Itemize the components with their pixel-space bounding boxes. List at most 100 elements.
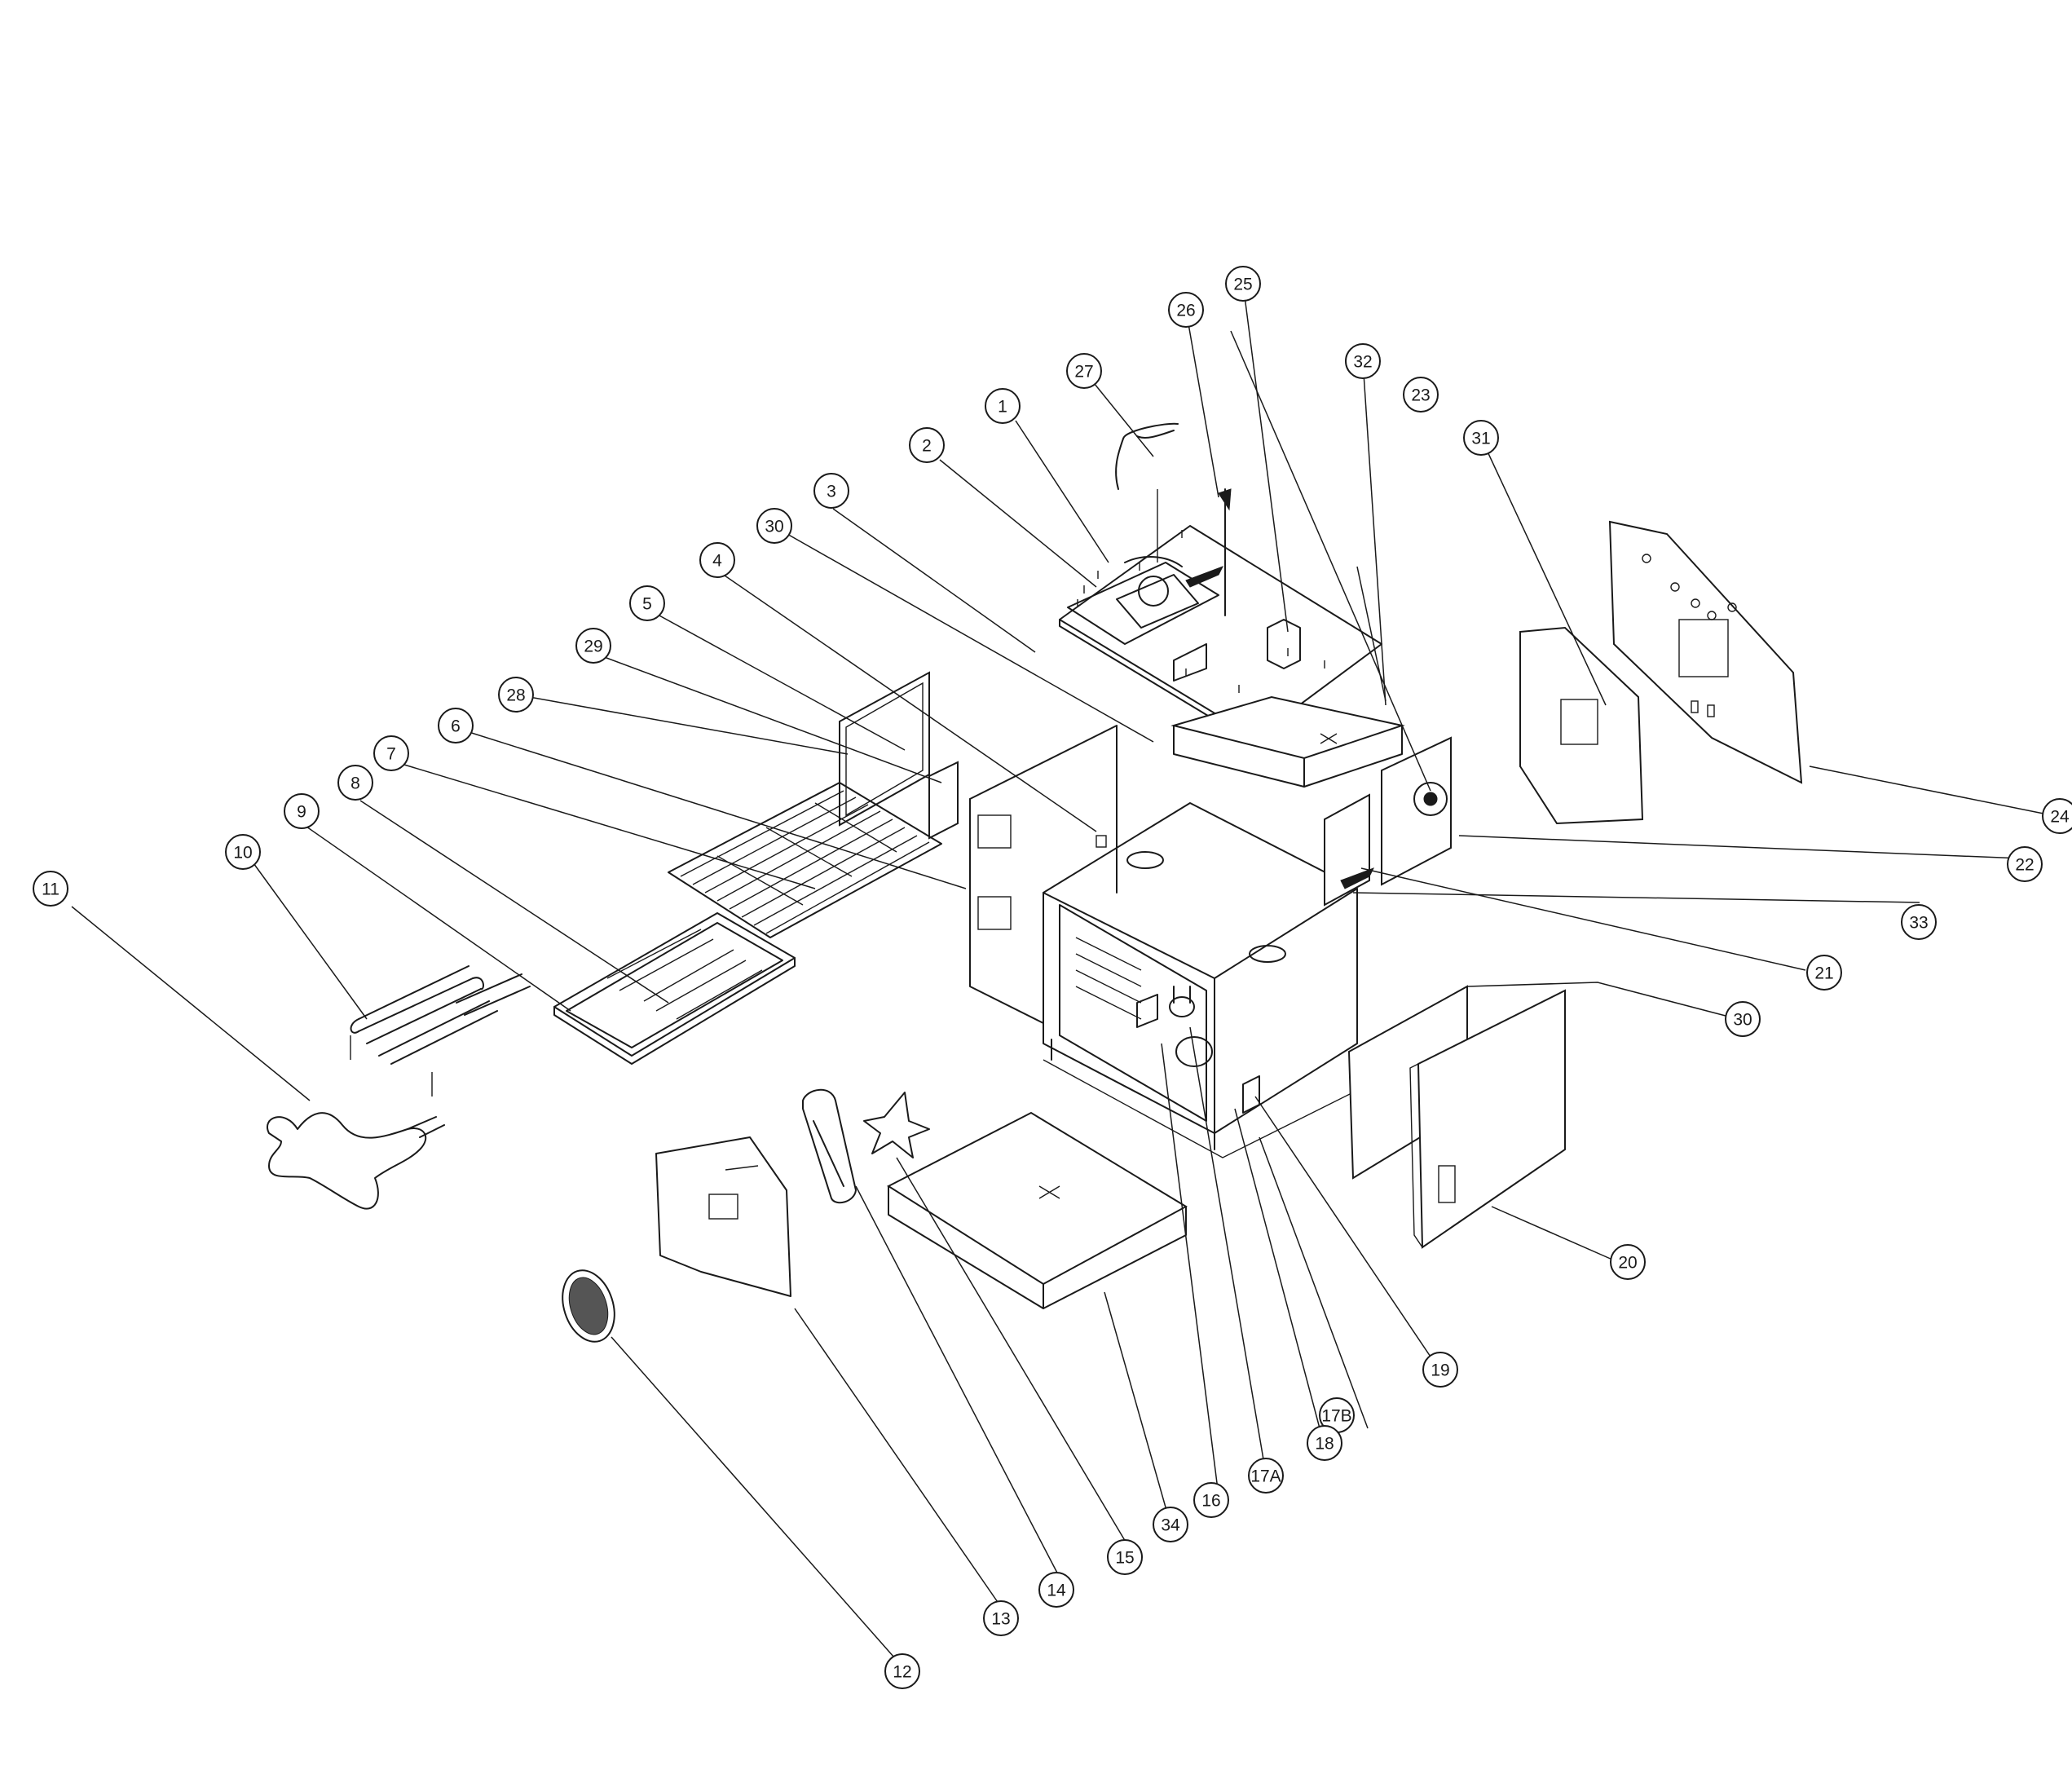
callout-5: 5 [629,585,665,621]
callout-label: 2 [922,437,932,456]
callout-label: 5 [642,595,652,614]
callout-label: 23 [1411,386,1430,405]
callout-circle [1038,1572,1074,1608]
callout-label: 11 [42,880,60,899]
callout-label: 14 [1047,1582,1066,1600]
callout-label: 4 [712,552,722,571]
callout-circle [1901,904,1937,940]
callout-circle [2042,798,2072,834]
callout-label: 8 [350,774,360,793]
top-panel-assembly [1059,422,1382,745]
callout-circle [756,508,792,544]
side-insulation-and-panel [1347,985,1566,1249]
callout-1: 1 [985,388,1021,424]
callout-26: 26 [1168,292,1204,328]
convection-fan [802,1088,930,1204]
fan-cover-panel [655,1136,791,1297]
callout-label: 19 [1431,1361,1449,1380]
callout-label: 24 [2050,808,2070,827]
callout-18: 18 [1307,1425,1342,1461]
bake-element [350,965,531,1097]
callout-circle [1193,1482,1229,1518]
callout-label: 27 [1074,363,1093,382]
callout-10: 10 [225,834,261,870]
callout-circle [1066,353,1102,389]
callout-circle [1806,955,1842,991]
callout-circle [225,834,261,870]
callout-label: 25 [1233,276,1252,294]
callout-circle [813,473,849,509]
callout-circle [2007,846,2043,882]
callout-label: 13 [991,1610,1010,1629]
callout-label: 29 [584,638,602,656]
callout-label: 34 [1161,1516,1180,1535]
callout-label: 30 [765,518,783,536]
callout-17A: 17A [1248,1458,1284,1494]
callout-23: 23 [1403,377,1439,413]
callout-label: 31 [1471,430,1490,448]
lamp-assembly [1136,986,1260,1114]
callout-15: 15 [1107,1539,1143,1575]
callout-circle [699,542,735,578]
callout-32: 32 [1345,343,1381,379]
callout-label: 1 [998,398,1007,417]
callout-7: 7 [373,735,409,771]
callout-label: 10 [233,844,252,863]
callout-label: 16 [1201,1492,1220,1511]
callout-circle [438,708,474,744]
callout-circle [1403,377,1439,413]
callout-28: 28 [498,677,534,713]
callout-circle [33,871,68,907]
callout-circle [983,1600,1019,1636]
callout-label: 17A [1250,1467,1281,1486]
callout-29: 29 [575,628,611,664]
callout-16: 16 [1193,1482,1229,1518]
callout-circle [909,427,945,463]
callout-14: 14 [1038,1572,1074,1608]
callout-circle [1153,1507,1188,1542]
callout-12: 12 [884,1653,920,1689]
callout-label: 15 [1115,1549,1134,1568]
callout-circle [985,388,1021,424]
callout-circle [1345,343,1381,379]
callout-label: 26 [1176,302,1195,320]
callout-label: 32 [1353,353,1372,372]
door-window-panel [839,671,959,840]
callout-circle [498,677,534,713]
callout-22: 22 [2007,846,2043,882]
callout-circle [1463,420,1499,456]
callout-21: 21 [1806,955,1842,991]
callout-25: 25 [1225,266,1261,302]
callout-label: 33 [1909,914,1928,933]
callout-bubbles: 1234567891011121314151617A17B18192021222… [33,266,2072,1689]
callout-label: 12 [893,1663,911,1682]
callout-2: 2 [909,427,945,463]
callout-label: 21 [1814,964,1833,983]
callout-4: 4 [699,542,735,578]
callout-8: 8 [337,765,373,801]
callout-label: 30 [1733,1011,1752,1030]
leader-lines [71,283,2057,1672]
callout-label: 7 [386,745,396,764]
callout-label: 20 [1618,1254,1637,1273]
callout-27: 27 [1066,353,1102,389]
callout-9: 9 [284,793,320,829]
callout-circle [373,735,409,771]
callout-33: 33 [1901,904,1937,940]
callout-circle [1248,1458,1284,1494]
callout-24: 24 [2042,798,2072,834]
broil-pan [553,912,796,1065]
callout-30b: 30 [1725,1001,1761,1037]
callout-circle [884,1653,920,1689]
callout-circle [1107,1539,1143,1575]
callout-label: 17B [1321,1407,1351,1426]
callout-11: 11 [33,871,68,907]
top-insulation-block [1170,695,1405,788]
callout-label: 28 [506,686,525,705]
callout-20: 20 [1610,1244,1646,1280]
callout-6: 6 [438,708,474,744]
oven-cavity [969,725,1358,1158]
callout-label: 22 [2015,856,2034,875]
callout-circle [1225,266,1261,302]
